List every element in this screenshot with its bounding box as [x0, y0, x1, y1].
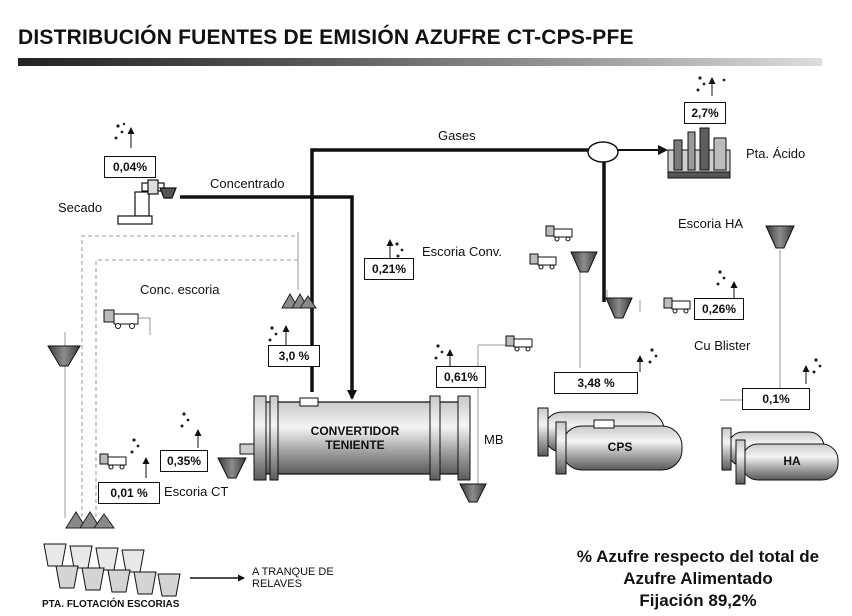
summary-line1: % Azufre respecto del total de: [576, 547, 820, 566]
emission-box-escoria-ct: 0,35%: [160, 450, 208, 472]
cps-vessels: [537, 407, 683, 475]
gas-splitter: [587, 141, 619, 163]
convertidor-teniente-vessel: [239, 395, 471, 481]
page-title: DISTRIBUCIÓN FUENTES DE EMISIÓN AZUFRE C…: [18, 26, 634, 49]
convertidor-label-line2: TENIENTE: [325, 438, 385, 452]
secado-dryer: [117, 179, 177, 225]
gases-label: Gases: [438, 128, 476, 143]
acid-plant-icon: [667, 127, 731, 179]
conc-escoria-label: Conc. escoria: [140, 282, 220, 297]
mb-label: MB: [484, 432, 504, 447]
emission-box-secado: 0,04%: [104, 156, 156, 178]
emission-box-mb: 0,61%: [436, 366, 486, 388]
emission-box-pta-acido: 2,7%: [684, 102, 726, 124]
emission-box-cu-blister: 0,26%: [694, 298, 744, 320]
pta-flotacion-label: PTA. FLOTACIÓN ESCORIAS: [42, 599, 180, 610]
a-tranque-line2: RELAVES: [252, 578, 302, 590]
escoria-conv-label: Escoria Conv.: [422, 244, 502, 259]
ladle-carts: [99, 225, 691, 470]
convertidor-label: CONVERTIDOR TENIENTE: [300, 424, 410, 452]
slag-piles: [65, 292, 317, 529]
escoria-ct-label: Escoria CT: [164, 484, 229, 499]
a-tranque-line1: A TRANQUE DE: [252, 566, 334, 578]
concentrado-label: Concentrado: [210, 176, 285, 191]
emission-box-conc-escoria: 3,0 %: [268, 345, 320, 367]
pta-acido-label: Pta. Ácido: [746, 146, 806, 161]
escoria-ha-label: Escoria HA: [678, 216, 744, 231]
slag-flow-lines: [64, 232, 781, 520]
ha-label: HA: [783, 454, 801, 468]
flotation-plant-icon: [43, 543, 181, 597]
emission-box-escoria-conv: 0,21%: [364, 258, 414, 280]
emission-box-flotacion: 0,01 %: [98, 482, 160, 504]
smoke-particles: [114, 76, 822, 454]
summary-line2: Azufre Alimentado: [623, 569, 773, 588]
secado-label: Secado: [58, 200, 103, 215]
a-tranque-label: A TRANQUE DE RELAVES: [252, 566, 334, 590]
cps-label: CPS: [607, 440, 633, 454]
convertidor-label-line1: CONVERTIDOR: [310, 424, 400, 438]
title-underline: [18, 58, 822, 66]
emission-arrows: [127, 77, 810, 478]
ha-vessels: [721, 427, 839, 485]
summary-line3: Fijación 89,2%: [639, 591, 757, 610]
emission-box-ha: 0,1%: [742, 388, 810, 410]
main-flow-lines: [180, 145, 668, 582]
hopper-icons: [47, 225, 795, 503]
cu-blister-label: Cu Blister: [694, 338, 751, 353]
sulfur-summary: % Azufre respecto del total de Azufre Al…: [548, 546, 848, 612]
emission-box-cps: 3,48 %: [554, 372, 638, 394]
